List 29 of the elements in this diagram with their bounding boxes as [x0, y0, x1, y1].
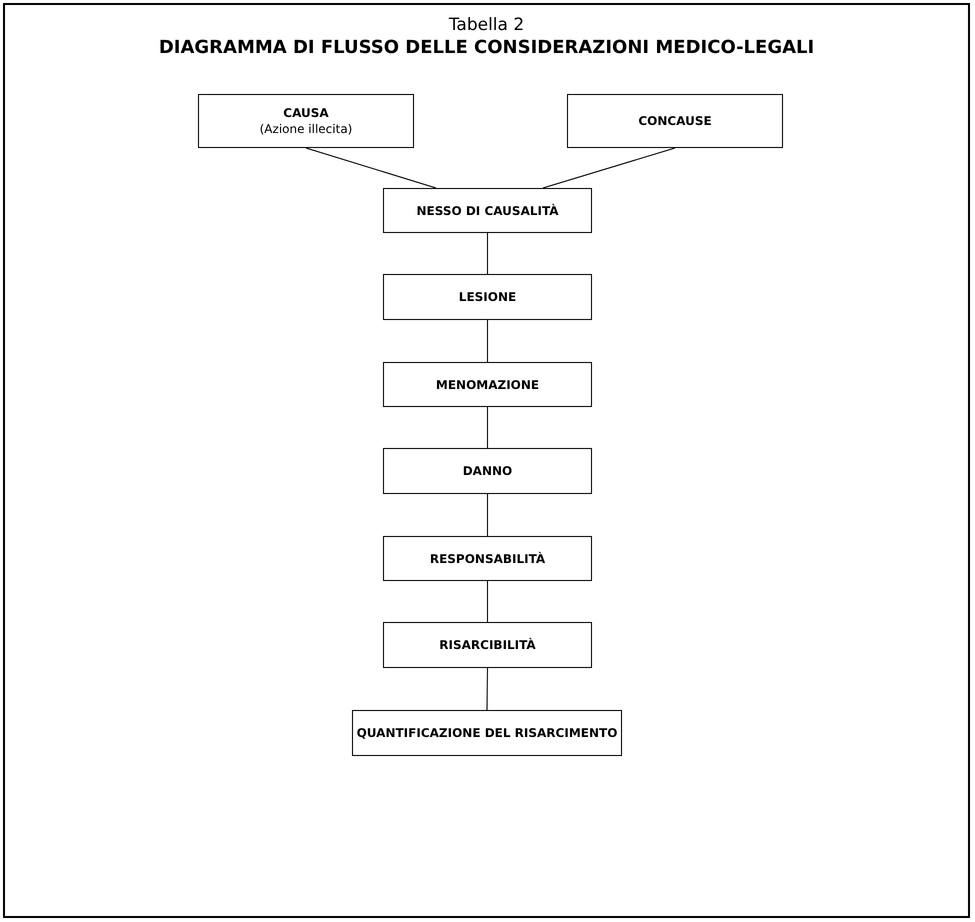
box-heading: DANNO: [462, 464, 512, 478]
box-heading: CAUSA: [283, 106, 329, 120]
connector-line: [487, 494, 488, 536]
box-heading: MENOMAZIONE: [436, 378, 540, 392]
process-box: [567, 94, 783, 148]
process-box: [198, 94, 414, 148]
connector-line: [487, 232, 488, 274]
box-heading: RESPONSABILITÀ: [430, 552, 546, 566]
process-box: [383, 448, 592, 494]
connector-line: [487, 320, 488, 362]
box-subtitle: (Azione illecita): [260, 122, 352, 136]
connector-line: [542, 148, 676, 188]
connector-line: [487, 406, 488, 448]
box-heading: CONCAUSE: [638, 114, 712, 128]
box-heading: LESIONE: [458, 290, 516, 304]
process-box: [383, 622, 592, 668]
diagram-title: DIAGRAMMA DI FLUSSO DELLE CONSIDERAZIONI MEDICO-LEGALI: [158, 37, 816, 58]
connector-line: [486, 668, 488, 710]
box-heading: RISARCIBILITÀ: [439, 638, 536, 652]
box-heading: NESSO DI CAUSALITÀ: [416, 204, 559, 218]
process-box: [383, 362, 592, 407]
process-box: [383, 274, 592, 320]
connector-line: [487, 580, 488, 622]
process-box: [383, 536, 592, 581]
process-box: [352, 710, 622, 756]
process-box: [383, 188, 592, 233]
connector-line: [306, 148, 436, 188]
table-number: Tabella 2: [448, 15, 526, 35]
box-heading: QUANTIFICAZIONE DEL RISARCIMENTO: [356, 726, 618, 740]
